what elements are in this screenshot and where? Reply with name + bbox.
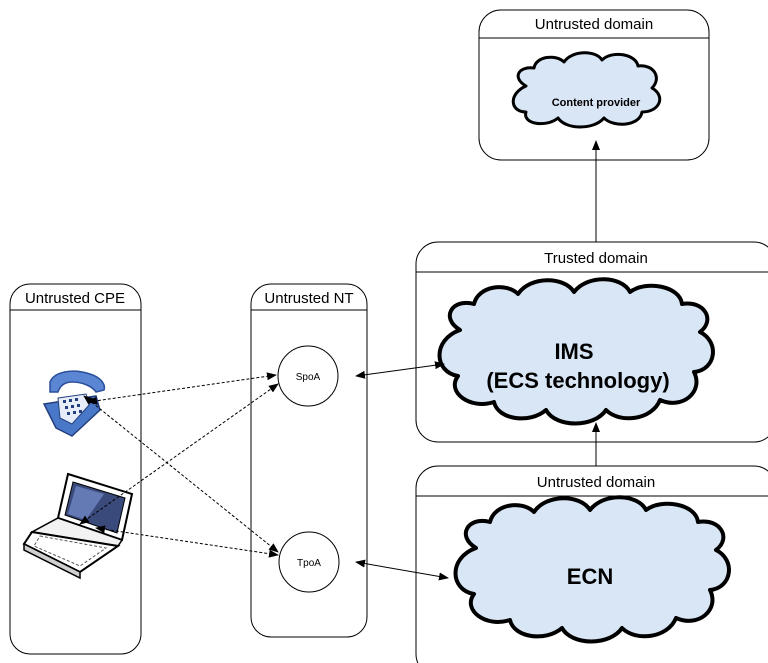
tpoa-ecn-arrow	[355, 559, 449, 581]
untrusted-nt-label: Untrusted NT	[264, 290, 353, 307]
ims-cloud: IMS (ECS technology)	[437, 277, 715, 426]
tpoa-node: TpoA	[278, 531, 340, 593]
untrusted-bottom-domain-label: Untrusted domain	[537, 474, 655, 491]
spoa-ims-arrow	[355, 361, 445, 379]
connections	[79, 140, 600, 581]
content-provider-label: Content provider	[552, 97, 641, 109]
ecs-technology-label: (ECS technology)	[486, 368, 669, 393]
ims-label: IMS	[554, 339, 593, 364]
untrusted-top-domain-label: Untrusted domain	[535, 16, 653, 33]
ecn-label: ECN	[567, 564, 613, 589]
content-provider-cloud: Content provider	[511, 51, 662, 129]
untrusted-cpe-label: Untrusted CPE	[25, 290, 125, 307]
trusted-domain-label: Trusted domain	[544, 250, 648, 267]
tpoa-label: TpoA	[297, 558, 321, 569]
spoa-label: SpoA	[296, 372, 321, 383]
laptop-spoa-link	[79, 383, 279, 525]
spoa-node: SpoA	[277, 345, 339, 407]
untrusted-cpe-domain: Untrusted CPE	[9, 283, 142, 655]
laptop-tpoa-link	[95, 525, 279, 558]
ecn-cloud: ECN	[453, 495, 731, 644]
